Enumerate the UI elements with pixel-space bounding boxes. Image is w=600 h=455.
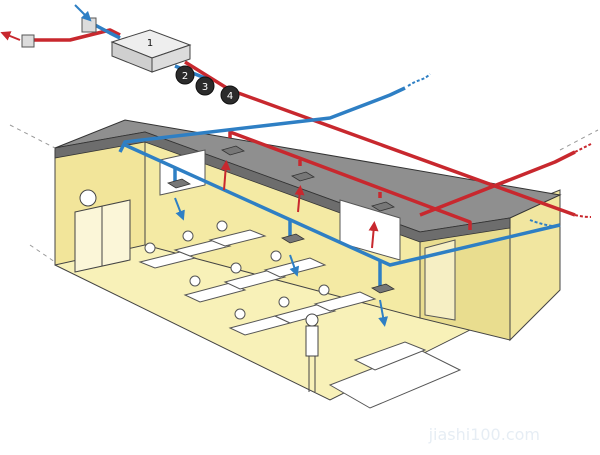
door [424, 239, 456, 321]
unit-4-label: 4 [227, 91, 233, 102]
unit-4: 4 [220, 85, 240, 105]
unit-2: 2 [175, 65, 195, 85]
students [144, 220, 330, 320]
exhaust-arrow-icon [0, 31, 592, 249]
unit-2-label: 2 [182, 71, 188, 82]
teacher [305, 313, 319, 392]
exhaust-outlet-icon [21, 34, 35, 48]
watermark: jiashi100.com [428, 425, 540, 444]
unit-1-label: 1 [147, 38, 153, 49]
unit-3-label: 3 [202, 82, 208, 93]
diffusers [167, 145, 395, 294]
supply-arrow-icon [74, 4, 553, 327]
globe [79, 189, 97, 207]
teacher-desk [353, 341, 427, 371]
ceiling-edge [54, 131, 511, 243]
air-handling-unit: 1 [110, 29, 192, 73]
fresh-air-inlet-icon [81, 17, 97, 33]
unit-3: 3 [195, 76, 215, 96]
guide-lines [9, 124, 599, 263]
